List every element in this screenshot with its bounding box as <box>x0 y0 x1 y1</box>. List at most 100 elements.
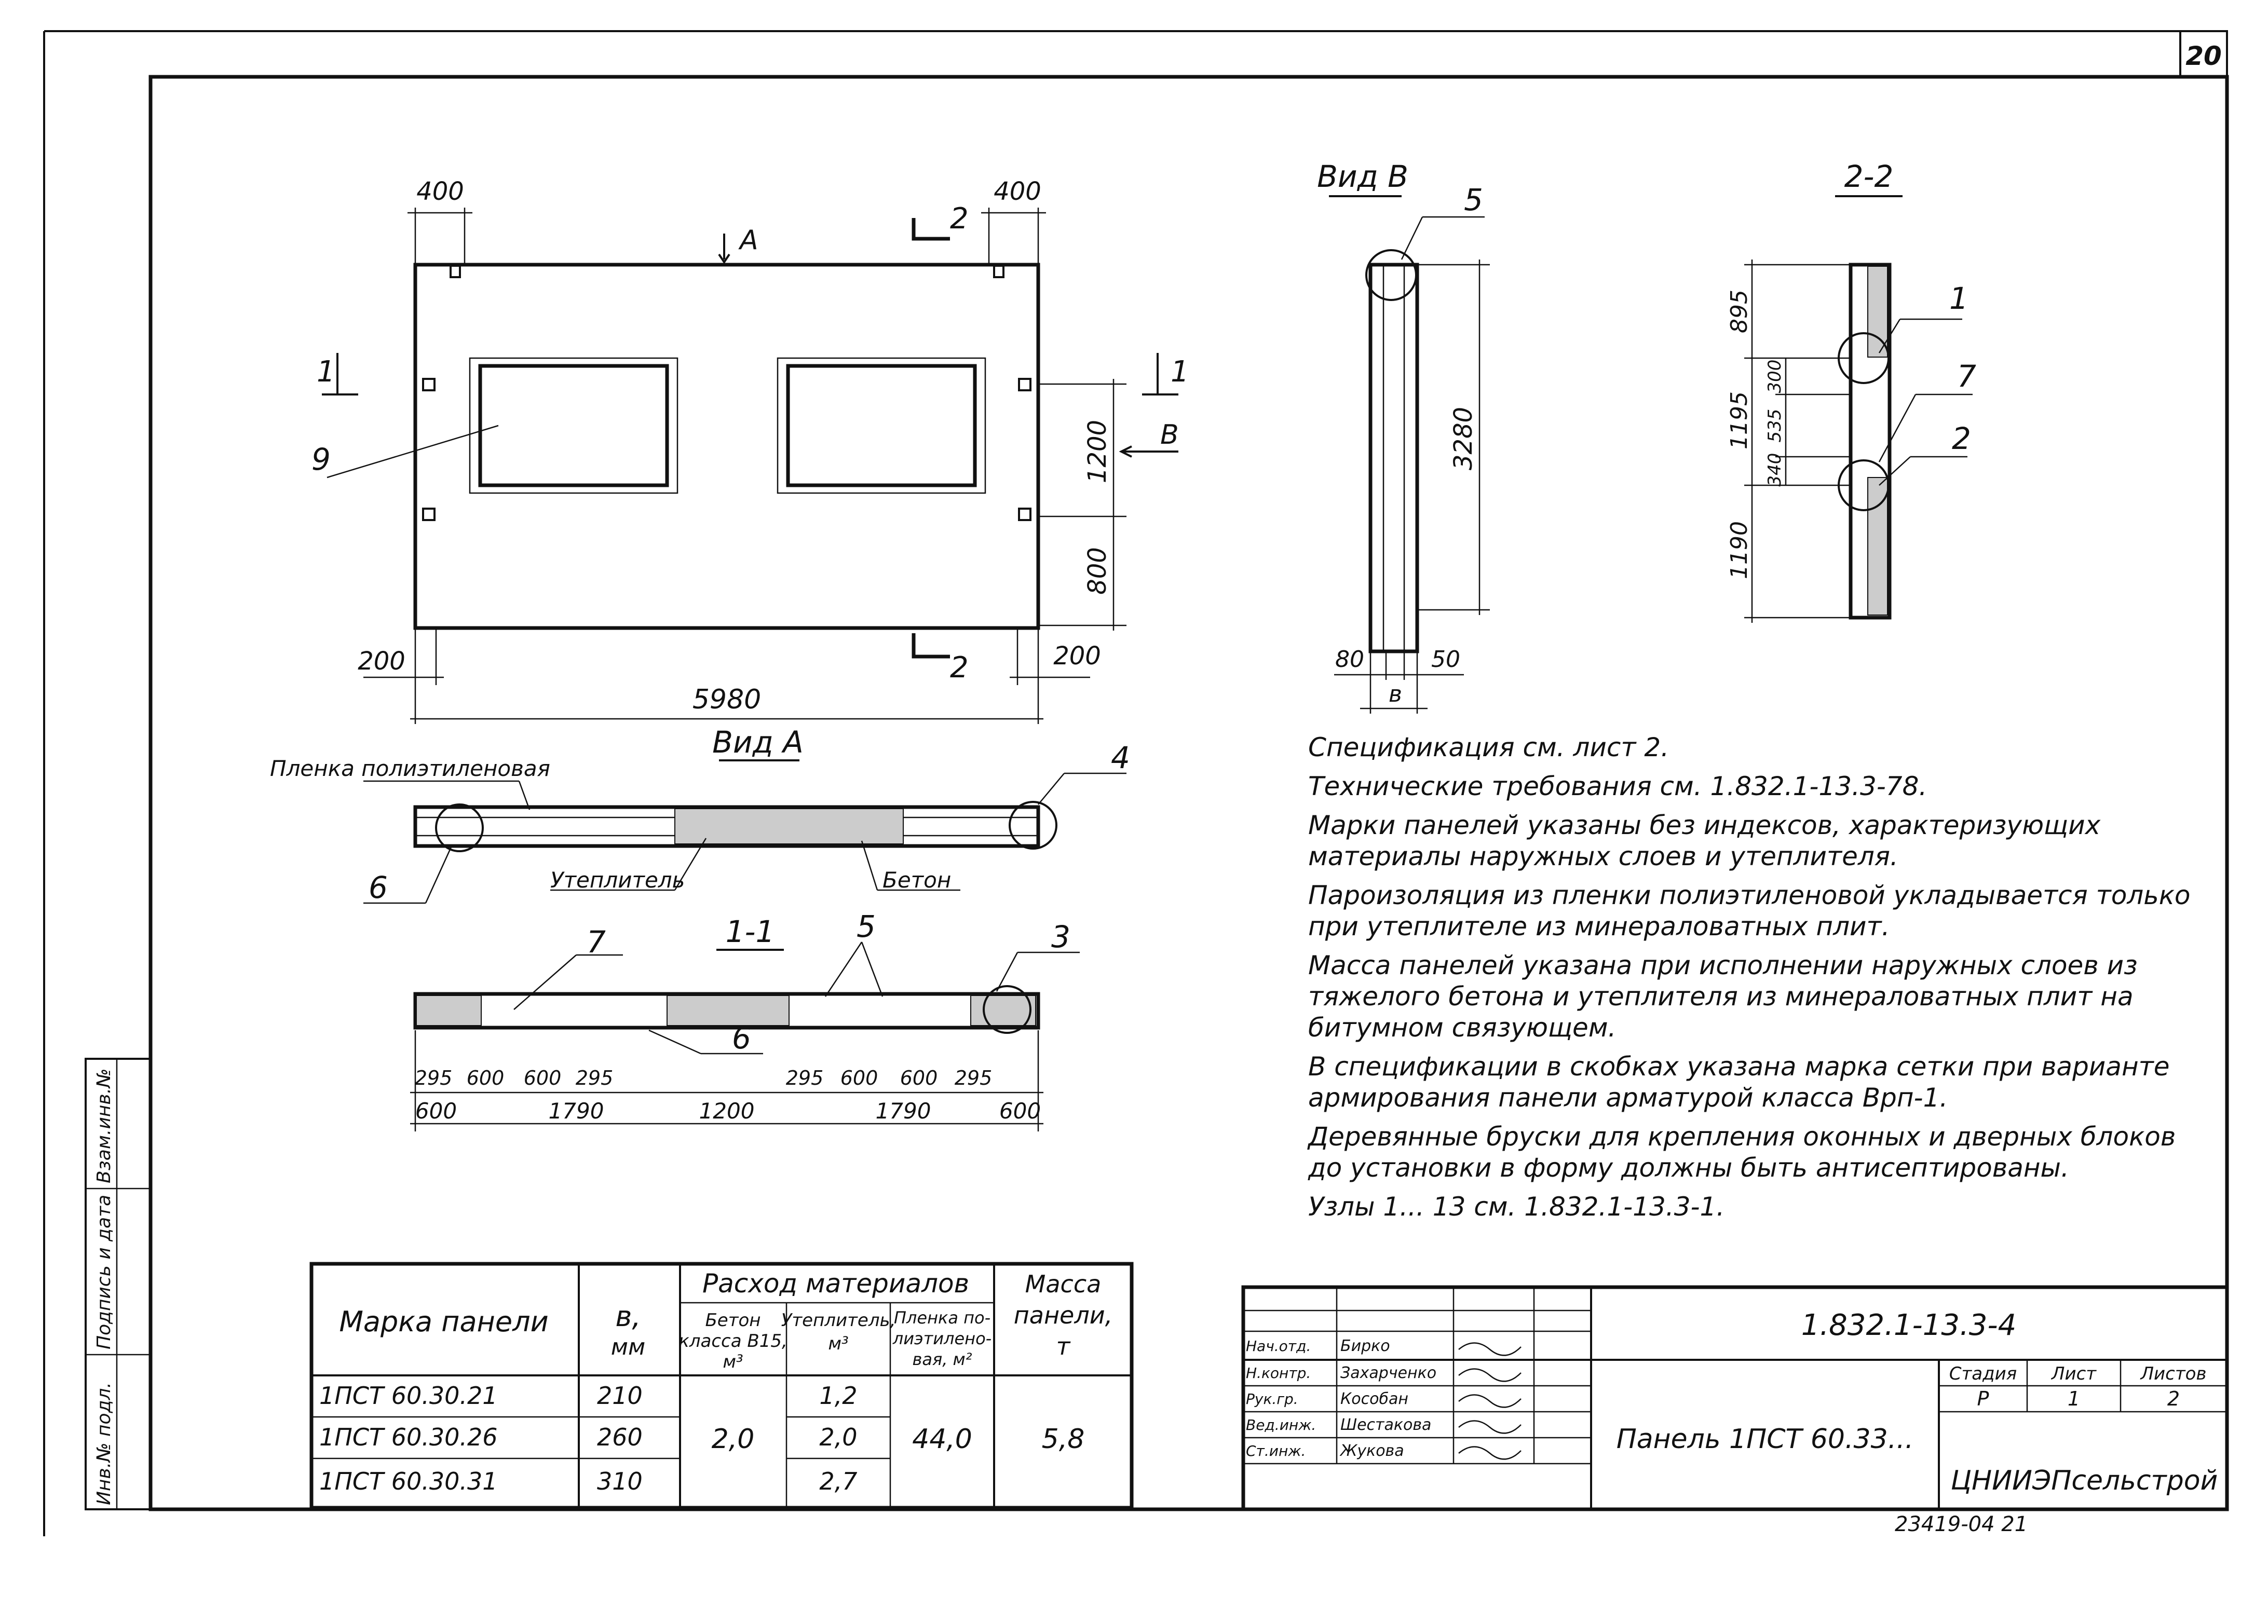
tb-org: ЦНИИЭПсельстрой <box>1951 1465 2218 1496</box>
note-4: Пароизоляция из пленки полиэтиленовой ук… <box>1308 880 2191 941</box>
dim-1-1-a6: 600 <box>900 1067 938 1089</box>
tb-h-sheets: Листов <box>2139 1363 2206 1384</box>
dim-1195: 1195 <box>1726 391 1753 449</box>
panel-plan-view: 400 400 200 200 5980 1200 800 А 2 2 1 1 … <box>311 177 1189 724</box>
panel-outline <box>413 263 1040 630</box>
drawing-frame <box>148 75 2229 1511</box>
signature-2 <box>1458 1394 1522 1408</box>
title-block: 1.832.1-13.3-4 Панель 1ПСТ 60.33... ЦНИИ… <box>1241 1285 2229 1511</box>
th-concrete-1: класса В15, <box>678 1331 787 1352</box>
tb-code: 1.832.1-13.3-4 <box>1801 1308 2016 1342</box>
dim-1-1-a2: 600 <box>524 1067 562 1089</box>
label-view-a: Вид А <box>712 725 804 760</box>
materials-table: Марка панели в, мм Расход материалов Бет… <box>309 1262 1134 1510</box>
section-2-2-wall <box>1849 263 1892 620</box>
section-1-1: 1-1 295 600 600 295 295 600 600 295 600 … <box>410 909 1080 1131</box>
note-5: Масса панелей указана при исполнении нар… <box>1308 950 2138 1043</box>
dim-1-1-a3: 295 <box>576 1067 614 1089</box>
dim-1-1-b4: 600 <box>999 1098 1041 1124</box>
dim-1190: 1190 <box>1726 521 1753 579</box>
callout-5-view-b: 5 <box>1464 182 1483 217</box>
cell-mass: 5,8 <box>1042 1424 1085 1455</box>
dim-left-200: 200 <box>358 647 405 676</box>
row-2-mark: 1ПСТ 60.30.31 <box>319 1467 498 1495</box>
row-1-insul: 2,0 <box>819 1423 857 1451</box>
mark-1-left: 1 <box>317 355 335 389</box>
row-1-mark: 1ПСТ 60.30.26 <box>319 1423 498 1451</box>
footer-ref: 23419-04 21 <box>1895 1512 2028 1536</box>
tb-h-sheet: Лист <box>2050 1363 2097 1384</box>
th-b-unit: мм <box>611 1334 645 1360</box>
dim-1-1-b0: 600 <box>415 1098 457 1124</box>
tb-role-3: Вед.инж. <box>1246 1416 1316 1434</box>
view-b: Вид В 3280 5 80 50 в <box>1317 159 1490 714</box>
th-mass-1: панели, <box>1014 1301 1113 1329</box>
dim-1-1-a7: 295 <box>955 1067 993 1089</box>
row-0-insul: 1,2 <box>819 1382 857 1410</box>
mark-view-a: А <box>738 225 758 256</box>
tb-role-1: Н.контр. <box>1246 1364 1311 1382</box>
tb-sheet: 1 <box>2068 1387 2080 1410</box>
th-film-2: вая, м² <box>912 1349 972 1369</box>
dim-top-left: 400 <box>416 177 464 206</box>
callout-7: 7 <box>1957 359 1976 394</box>
tb-stage: Р <box>1977 1387 1989 1410</box>
th-concrete-0: Бетон <box>705 1310 760 1331</box>
th-film-1: лиэтилено- <box>892 1329 992 1348</box>
note-6: В спецификации в скобках указана марка с… <box>1308 1052 2170 1113</box>
dim-1-1-a5: 600 <box>840 1067 878 1089</box>
th-insul-0: Утеплитель, <box>781 1310 896 1331</box>
sheet-number: 20 <box>2185 41 2222 71</box>
note-3: Марки панелей указаны без индексов, хара… <box>1308 810 2101 871</box>
window-opening-right <box>786 364 977 487</box>
tb-role-0: Нач.отд. <box>1246 1338 1311 1355</box>
stamp-inv: Инв.№ подл. <box>93 1382 115 1505</box>
row-1-b: 260 <box>597 1423 643 1451</box>
mark-1-right: 1 <box>1171 355 1189 389</box>
mark-2-top: 2 <box>950 202 969 236</box>
dim-1-1-b2: 1200 <box>699 1098 755 1124</box>
stamp-sign-date: Подпись и дата <box>93 1195 115 1349</box>
dim-535: 535 <box>1764 409 1785 443</box>
view-a-insulation-hatch <box>674 808 904 844</box>
dim-1-1-b1: 1790 <box>549 1098 604 1124</box>
dim-right-200: 200 <box>1053 642 1101 671</box>
dim-50: 50 <box>1431 646 1460 673</box>
callout-7-section: 7 <box>587 924 606 960</box>
signature-1 <box>1458 1368 1522 1382</box>
view-a-slab <box>413 805 1040 848</box>
signature-4 <box>1458 1446 1522 1460</box>
callout-6-view-a: 6 <box>369 870 388 905</box>
dim-340: 340 <box>1764 453 1785 487</box>
row-2-b: 310 <box>597 1467 643 1495</box>
section-1-1-slab <box>413 992 1040 1030</box>
cell-concrete: 2,0 <box>712 1424 755 1455</box>
view-b-panel-edge <box>1368 263 1419 653</box>
callout-5-section: 5 <box>857 909 876 944</box>
tb-h-stage: Стадия <box>1949 1363 2017 1384</box>
dim-80: 80 <box>1335 646 1364 673</box>
tb-title: Панель 1ПСТ 60.33... <box>1617 1424 1914 1455</box>
callout-4: 4 <box>1111 740 1130 775</box>
dim-800: 800 <box>1083 547 1112 595</box>
note-2: Технические требования см. 1.832.1-13.3-… <box>1308 771 1927 801</box>
note-7: Деревянные бруски для крепления оконных … <box>1308 1122 2176 1183</box>
row-0-mark: 1ПСТ 60.30.21 <box>319 1382 498 1410</box>
th-group: Расход материалов <box>702 1268 969 1299</box>
signature-0 <box>1458 1342 1522 1356</box>
callout-3: 3 <box>1051 919 1070 954</box>
tb-name-1: Захарченко <box>1340 1364 1436 1382</box>
view-a: Вид А Пленка полиэтиленовая Утеплитель Б… <box>270 725 1130 905</box>
tb-name-3: Шестакова <box>1340 1416 1431 1434</box>
dim-1-1-a4: 295 <box>786 1067 824 1089</box>
dim-3280: 3280 <box>1449 407 1478 470</box>
tb-role-2: Рук.гр. <box>1246 1390 1298 1408</box>
mark-2-bottom: 2 <box>950 651 969 685</box>
dim-1-1-b3: 1790 <box>876 1098 931 1124</box>
window-opening-left <box>478 364 669 487</box>
callout-9: 9 <box>311 442 331 477</box>
stamp-replace: Взам.инв.№ <box>93 1068 115 1183</box>
label-section-1-1: 1-1 <box>726 914 775 949</box>
row-2-insul: 2,7 <box>819 1467 857 1495</box>
